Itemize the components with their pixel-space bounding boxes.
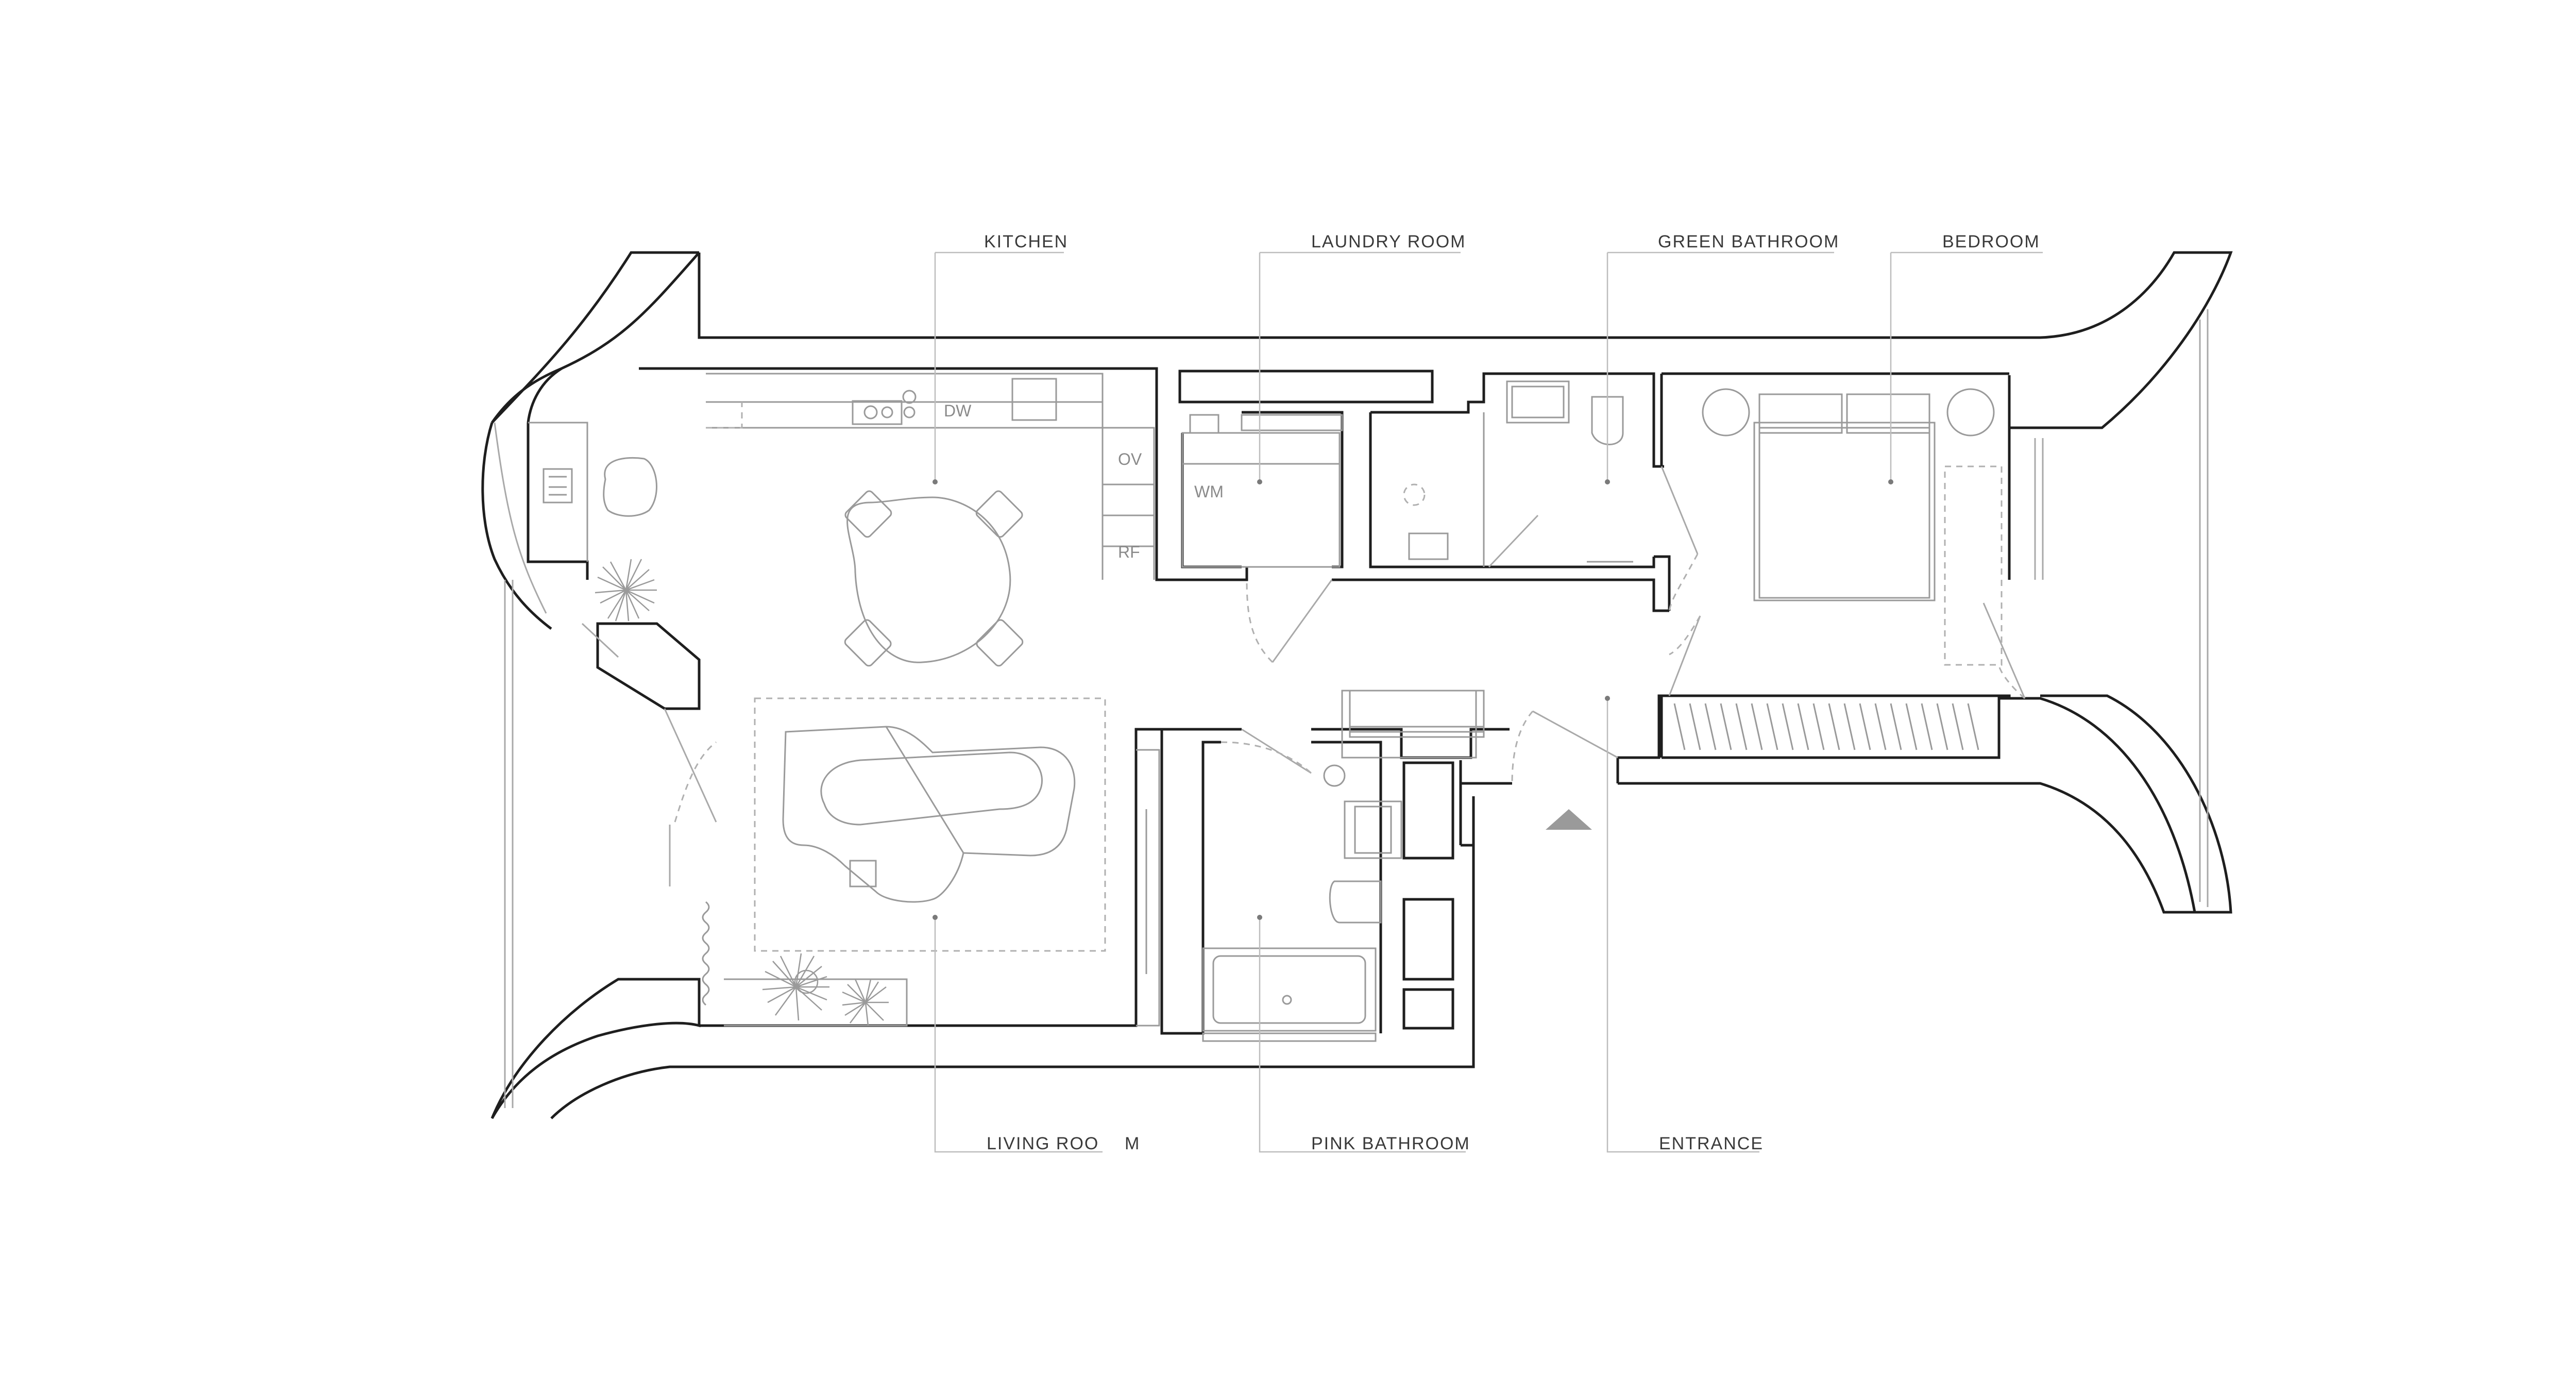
room-label-living-room-suffix: M [1125, 1134, 1140, 1153]
fixture-label-washing-machine: WM [1194, 482, 1224, 501]
kitchen-fixtures [528, 373, 1155, 667]
bedroom-furniture [1673, 388, 2003, 750]
laundry-fixtures [1181, 414, 1343, 568]
room-label-kitchen: KITCHEN [984, 232, 1068, 252]
triangle-up-icon [1546, 809, 1592, 830]
fixture-label-refrigerator: RF [1118, 543, 1140, 561]
plant-icon [762, 953, 829, 1021]
doors [581, 438, 2044, 886]
room-label-living-room: LIVING ROO [987, 1134, 1099, 1153]
room-label-entrance: ENTRANCE [1659, 1134, 1764, 1153]
fixture-label-oven: OV [1118, 450, 1142, 468]
plant-icon [595, 559, 657, 622]
room-label-laundry: LAUNDRY ROOM [1311, 232, 1466, 252]
living-room-furniture [702, 697, 1160, 1027]
room-label-bedroom: BEDROOM [1942, 232, 2040, 252]
fixture-label-dishwasher: DW [944, 401, 972, 420]
room-label-green-bathroom: GREEN BATHROOM [1658, 232, 1839, 252]
pink-bathroom-fixtures [1202, 690, 1485, 1042]
plant-icon [842, 979, 889, 1026]
misc-entrance [1341, 690, 1477, 759]
leader-lines [933, 252, 2043, 1153]
outer-walls [481, 251, 2233, 1119]
interior-walls [1157, 370, 2009, 1067]
green-bathroom-fixtures [1403, 380, 1633, 567]
room-label-pink-bathroom: PINK BATHROOM [1311, 1134, 1470, 1153]
